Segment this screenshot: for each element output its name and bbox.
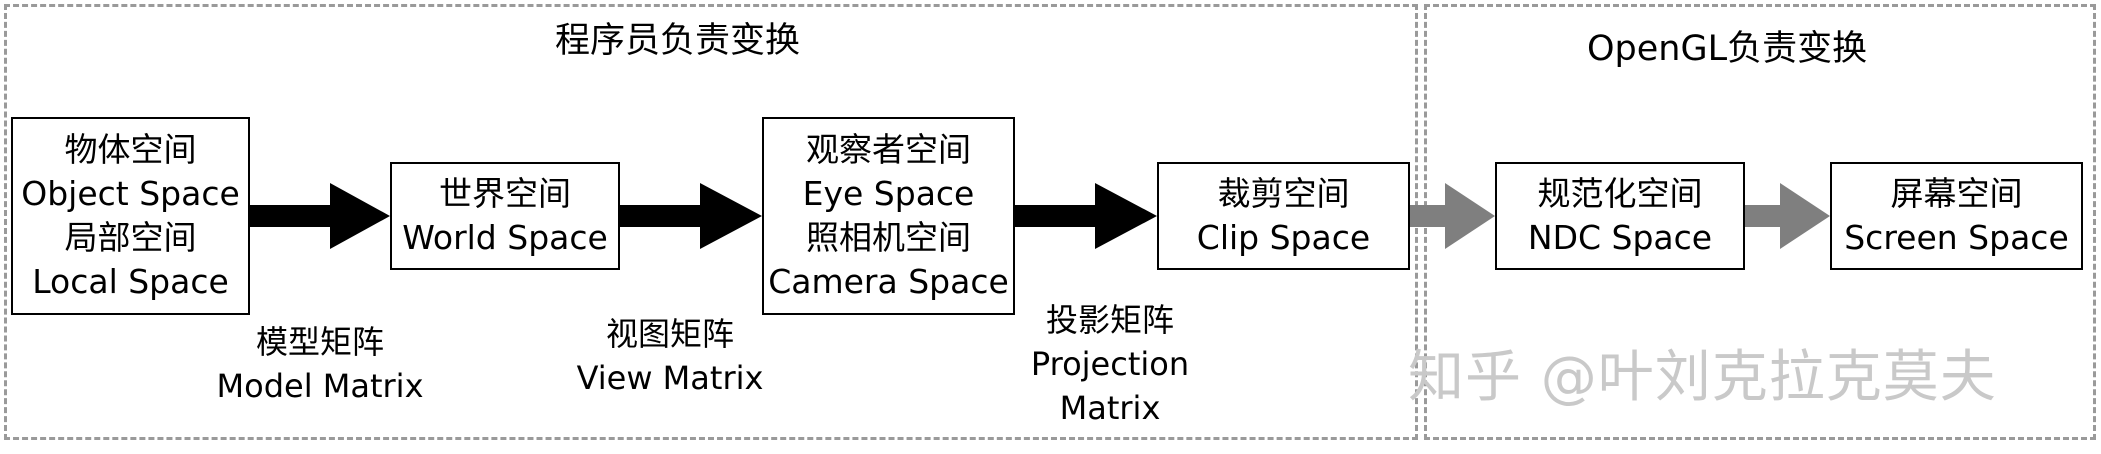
camera-space-label-cn: 照相机空间 bbox=[806, 218, 971, 257]
ndc-space-label-en: NDC Space bbox=[1527, 218, 1713, 257]
local-space-label-cn: 局部空间 bbox=[64, 218, 197, 257]
model-matrix-label: 模型矩阵 Model Matrix bbox=[210, 320, 430, 408]
projection-matrix-arrow bbox=[1015, 183, 1157, 249]
local-space-label-en: Local Space bbox=[32, 262, 229, 301]
camera-space-label-en: Camera Space bbox=[768, 262, 1009, 301]
screen-space-box: 屏幕空间 Screen Space bbox=[1830, 162, 2083, 270]
model-matrix-label-en: Model Matrix bbox=[216, 367, 424, 405]
model-matrix-label-cn: 模型矩阵 bbox=[255, 323, 384, 361]
screen-space-label-cn: 屏幕空间 bbox=[1890, 174, 2023, 213]
view-matrix-label-cn: 视图矩阵 bbox=[605, 315, 734, 353]
screen-space-label-en: Screen Space bbox=[1844, 218, 2069, 257]
view-matrix-label: 视图矩阵 View Matrix bbox=[565, 312, 775, 400]
view-matrix-label-en: View Matrix bbox=[576, 359, 764, 397]
world-space-box: 世界空间 World Space bbox=[390, 162, 620, 270]
world-space-label-en: World Space bbox=[402, 218, 608, 257]
eye-space-label-en: Eye Space bbox=[802, 174, 975, 213]
object-space-label-en: Object Space bbox=[21, 174, 240, 213]
ndc-space-label-cn: 规范化空间 bbox=[1537, 174, 1703, 213]
programmer-region-title: 程序员负责变换 bbox=[555, 21, 801, 61]
projection-matrix-label-cn: 投影矩阵 bbox=[1045, 301, 1174, 339]
eye-space-label-cn: 观察者空间 bbox=[806, 130, 971, 169]
clip-space-box: 裁剪空间 Clip Space bbox=[1157, 162, 1410, 270]
object-space-box: 物体空间 Object Space 局部空间 Local Space bbox=[11, 117, 250, 315]
projection-matrix-label: 投影矩阵 Projection Matrix bbox=[1010, 298, 1210, 430]
view-matrix-arrow bbox=[620, 183, 762, 249]
model-matrix-arrow bbox=[250, 183, 390, 249]
ndc-to-screen-arrow bbox=[1745, 183, 1830, 249]
ndc-space-box: 规范化空间 NDC Space bbox=[1495, 162, 1745, 270]
clip-to-ndc-arrow bbox=[1410, 183, 1495, 249]
projection-matrix-label-en-1: Projection bbox=[1030, 345, 1190, 383]
opengl-region-title: OpenGL负责变换 bbox=[1587, 29, 1868, 69]
eye-space-box: 观察者空间 Eye Space 照相机空间 Camera Space bbox=[762, 117, 1015, 315]
world-space-label-cn: 世界空间 bbox=[439, 174, 571, 213]
projection-matrix-label-en-2: Matrix bbox=[1059, 389, 1161, 427]
clip-space-label-en: Clip Space bbox=[1196, 218, 1371, 257]
clip-space-label-cn: 裁剪空间 bbox=[1217, 174, 1350, 213]
object-space-label-cn: 物体空间 bbox=[64, 130, 197, 169]
zhihu-watermark: 知乎 @叶刘克拉克莫夫 bbox=[1408, 345, 1997, 410]
